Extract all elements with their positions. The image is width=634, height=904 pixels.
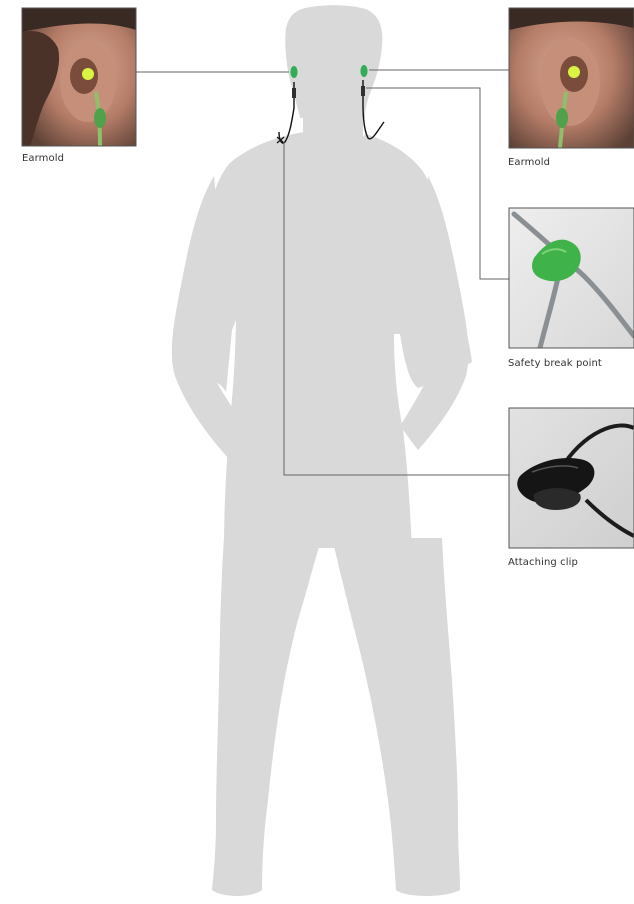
safety-break-photo xyxy=(509,208,634,348)
earmold-left-photo xyxy=(22,8,136,146)
person-silhouette xyxy=(172,5,472,896)
silhouette-legs xyxy=(212,518,460,896)
safety-break-caption: Safety break point xyxy=(508,358,602,369)
earmold-left-caption: Earmold xyxy=(22,153,64,164)
attaching-clip-caption: Attaching clip xyxy=(508,557,578,568)
right-earpiece-connector xyxy=(361,86,365,96)
left-earpiece-bud xyxy=(290,66,297,78)
right-earpiece-bud xyxy=(360,65,367,77)
left-earpiece-connector xyxy=(292,88,296,98)
earmold-right-photo xyxy=(509,8,634,148)
earmold-right-caption: Earmold xyxy=(508,157,550,168)
attaching-clip-photo xyxy=(509,408,634,548)
left-cable xyxy=(279,82,294,143)
